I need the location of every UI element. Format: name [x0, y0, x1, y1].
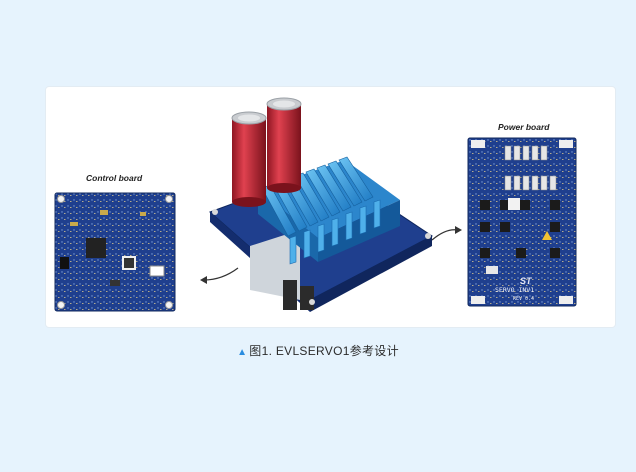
capacitor-right	[266, 97, 302, 193]
caption-triangle-icon: ▲	[237, 347, 248, 358]
control-board-image	[54, 192, 176, 312]
power-board-silkscreen: SERVO_INV1	[495, 286, 534, 294]
power-board-rev: REV 0.4	[513, 296, 534, 302]
control-board-label: Control board	[86, 173, 143, 183]
figure-caption: ▲图1. EVLSERVO1参考设计	[0, 342, 636, 359]
caption-text: 图1. EVLSERVO1参考设计	[249, 344, 399, 358]
power-board-label: Power board	[498, 122, 550, 132]
evlservo1-assembly-image	[209, 97, 433, 312]
power-board-image: ST SERVO_INV1 REV 0.4	[467, 137, 577, 307]
arrow-to-power-board	[431, 226, 462, 241]
capacitor-left	[231, 111, 267, 207]
arrow-to-control-board	[200, 267, 239, 284]
st-logo: ST	[520, 276, 533, 286]
